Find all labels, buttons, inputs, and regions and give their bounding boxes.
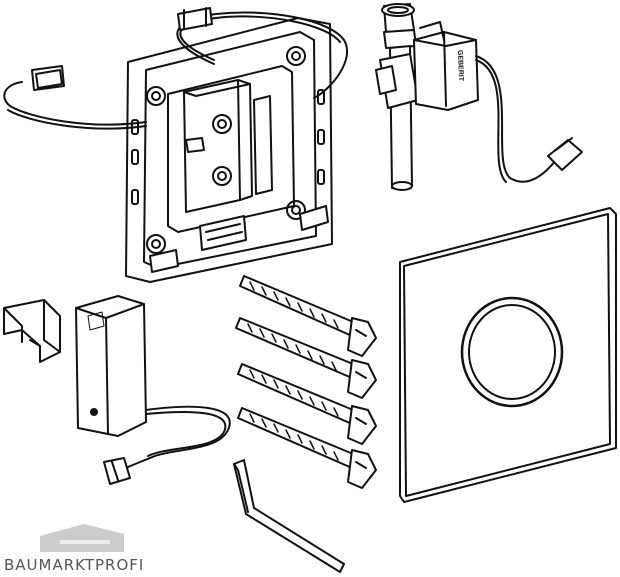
hex-key xyxy=(233,459,345,573)
cover-plate xyxy=(399,207,617,503)
valve-unit: GEBERIT xyxy=(375,3,583,191)
screws xyxy=(235,275,377,489)
clip xyxy=(3,299,61,363)
screw xyxy=(237,407,377,489)
screw xyxy=(235,317,377,399)
watermark-text: BAUMARKTPROFI xyxy=(4,556,145,574)
watermark-logo-icon xyxy=(40,524,124,552)
screw xyxy=(239,275,377,357)
battery-box xyxy=(75,295,231,485)
mounting-frame xyxy=(3,7,348,283)
product-label: GEBERIT xyxy=(456,50,464,82)
screw xyxy=(237,363,377,445)
